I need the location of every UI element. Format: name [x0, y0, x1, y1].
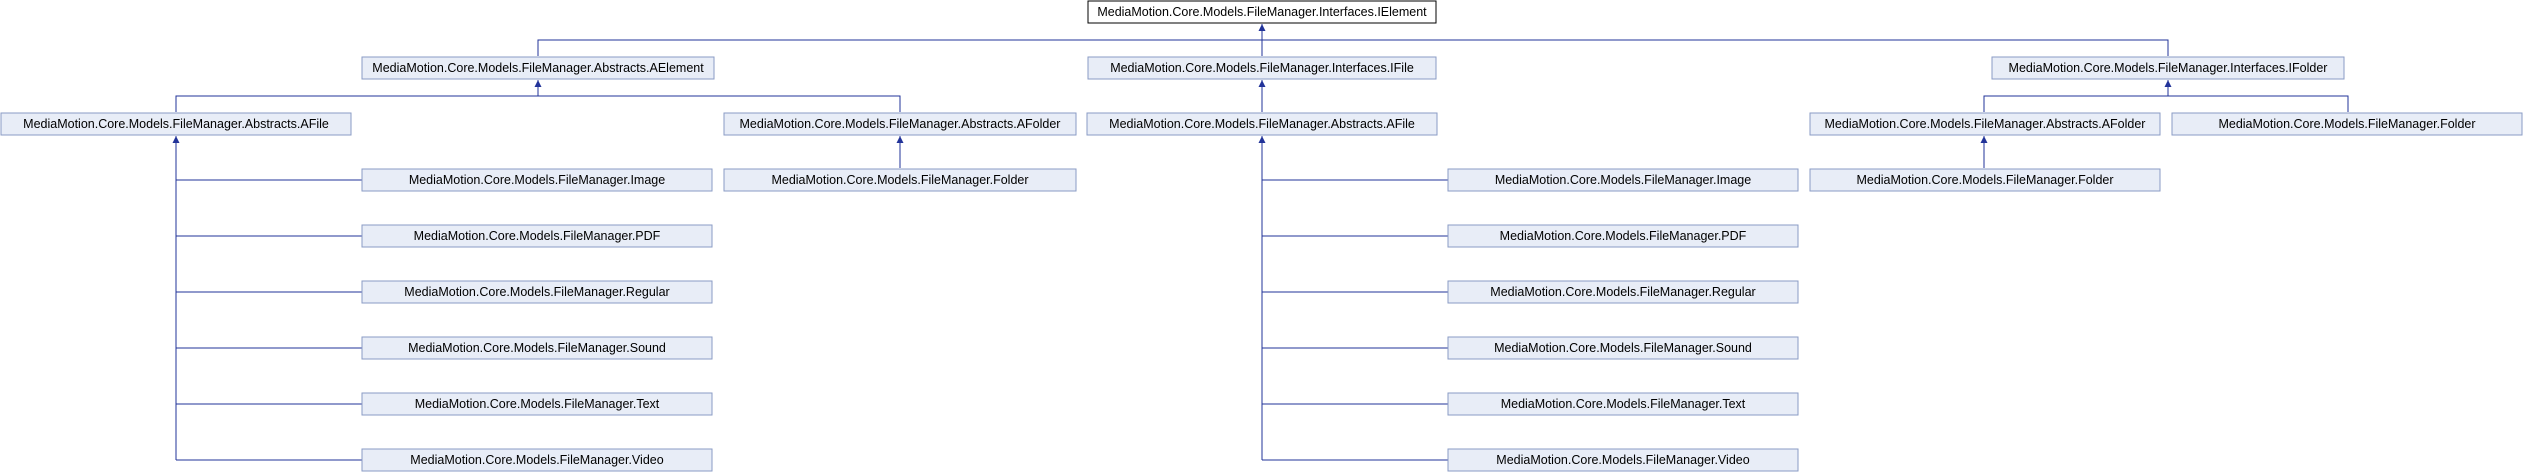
- node-folder-3[interactable]: MediaMotion.Core.Models.FileManager.Fold…: [1809, 168, 2161, 192]
- node-text-1-label: MediaMotion.Core.Models.FileManager.Text: [415, 397, 660, 411]
- node-regular-1[interactable]: MediaMotion.Core.Models.FileManager.Regu…: [361, 280, 713, 304]
- node-text-1[interactable]: MediaMotion.Core.Models.FileManager.Text: [361, 392, 713, 416]
- node-image-1-label: MediaMotion.Core.Models.FileManager.Imag…: [409, 173, 665, 187]
- node-regular-2[interactable]: MediaMotion.Core.Models.FileManager.Regu…: [1447, 280, 1799, 304]
- arrow-afolder1: [896, 136, 904, 143]
- node-text-2[interactable]: MediaMotion.Core.Models.FileManager.Text: [1447, 392, 1799, 416]
- node-afolder-2-label: MediaMotion.Core.Models.FileManager.Abst…: [1825, 117, 2146, 131]
- node-regular-2-label: MediaMotion.Core.Models.FileManager.Regu…: [1490, 285, 1755, 299]
- edge-ifolder-children: [1983, 95, 2349, 112]
- edge-aelement-to-ielement: [537, 39, 2169, 56]
- node-image-2-label: MediaMotion.Core.Models.FileManager.Imag…: [1495, 173, 1751, 187]
- arrow-afile1: [172, 136, 180, 143]
- node-pdf-2-label: MediaMotion.Core.Models.FileManager.PDF: [1500, 229, 1747, 243]
- node-ielement-label: MediaMotion.Core.Models.FileManager.Inte…: [1097, 5, 1427, 19]
- edge-afile-to-aelement: [175, 95, 901, 112]
- node-afile-2-label: MediaMotion.Core.Models.FileManager.Abst…: [1109, 117, 1415, 131]
- arrow-afolder2: [1980, 136, 1988, 143]
- node-afile-1-label: MediaMotion.Core.Models.FileManager.Abst…: [23, 117, 329, 131]
- node-sound-1[interactable]: MediaMotion.Core.Models.FileManager.Soun…: [361, 336, 713, 360]
- node-afolder-1[interactable]: MediaMotion.Core.Models.FileManager.Abst…: [723, 112, 1077, 136]
- node-video-1-label: MediaMotion.Core.Models.FileManager.Vide…: [410, 453, 663, 467]
- node-pdf-2[interactable]: MediaMotion.Core.Models.FileManager.PDF: [1447, 224, 1799, 248]
- node-afile-1[interactable]: MediaMotion.Core.Models.FileManager.Abst…: [0, 112, 352, 136]
- node-video-2-label: MediaMotion.Core.Models.FileManager.Vide…: [1496, 453, 1749, 467]
- node-folder-2-label: MediaMotion.Core.Models.FileManager.Fold…: [2218, 117, 2475, 131]
- node-ifile[interactable]: MediaMotion.Core.Models.FileManager.Inte…: [1087, 56, 1437, 80]
- node-afolder-2[interactable]: MediaMotion.Core.Models.FileManager.Abst…: [1809, 112, 2161, 136]
- arrow-ifolder: [2164, 80, 2172, 87]
- arrow-afile2: [1258, 136, 1266, 143]
- edges: [175, 24, 2349, 461]
- node-ifolder-label: MediaMotion.Core.Models.FileManager.Inte…: [2009, 61, 2328, 75]
- arrow-ielement: [1258, 24, 1266, 31]
- node-ielement[interactable]: MediaMotion.Core.Models.FileManager.Inte…: [1087, 0, 1437, 24]
- node-folder-3-label: MediaMotion.Core.Models.FileManager.Fold…: [1856, 173, 2113, 187]
- node-folder-2[interactable]: MediaMotion.Core.Models.FileManager.Fold…: [2171, 112, 2523, 136]
- node-afolder-1-label: MediaMotion.Core.Models.FileManager.Abst…: [740, 117, 1061, 131]
- node-aelement-label: MediaMotion.Core.Models.FileManager.Abst…: [372, 61, 704, 75]
- node-folder-1[interactable]: MediaMotion.Core.Models.FileManager.Fold…: [723, 168, 1077, 192]
- arrow-ifile: [1258, 80, 1266, 87]
- node-image-2[interactable]: MediaMotion.Core.Models.FileManager.Imag…: [1447, 168, 1799, 192]
- node-image-1[interactable]: MediaMotion.Core.Models.FileManager.Imag…: [361, 168, 713, 192]
- node-text-2-label: MediaMotion.Core.Models.FileManager.Text: [1501, 397, 1746, 411]
- node-pdf-1-label: MediaMotion.Core.Models.FileManager.PDF: [414, 229, 661, 243]
- node-sound-1-label: MediaMotion.Core.Models.FileManager.Soun…: [408, 341, 666, 355]
- node-video-2[interactable]: MediaMotion.Core.Models.FileManager.Vide…: [1447, 448, 1799, 472]
- arrowheads: [172, 24, 2172, 143]
- node-afile-2[interactable]: MediaMotion.Core.Models.FileManager.Abst…: [1086, 112, 1438, 136]
- node-aelement[interactable]: MediaMotion.Core.Models.FileManager.Abst…: [361, 56, 715, 80]
- node-video-1[interactable]: MediaMotion.Core.Models.FileManager.Vide…: [361, 448, 713, 472]
- arrow-aelement: [534, 80, 542, 87]
- node-ifile-label: MediaMotion.Core.Models.FileManager.Inte…: [1110, 61, 1414, 75]
- node-sound-2-label: MediaMotion.Core.Models.FileManager.Soun…: [1494, 341, 1752, 355]
- node-regular-1-label: MediaMotion.Core.Models.FileManager.Regu…: [404, 285, 669, 299]
- node-folder-1-label: MediaMotion.Core.Models.FileManager.Fold…: [771, 173, 1028, 187]
- node-ifolder[interactable]: MediaMotion.Core.Models.FileManager.Inte…: [1991, 56, 2345, 80]
- node-sound-2[interactable]: MediaMotion.Core.Models.FileManager.Soun…: [1447, 336, 1799, 360]
- node-pdf-1[interactable]: MediaMotion.Core.Models.FileManager.PDF: [361, 224, 713, 248]
